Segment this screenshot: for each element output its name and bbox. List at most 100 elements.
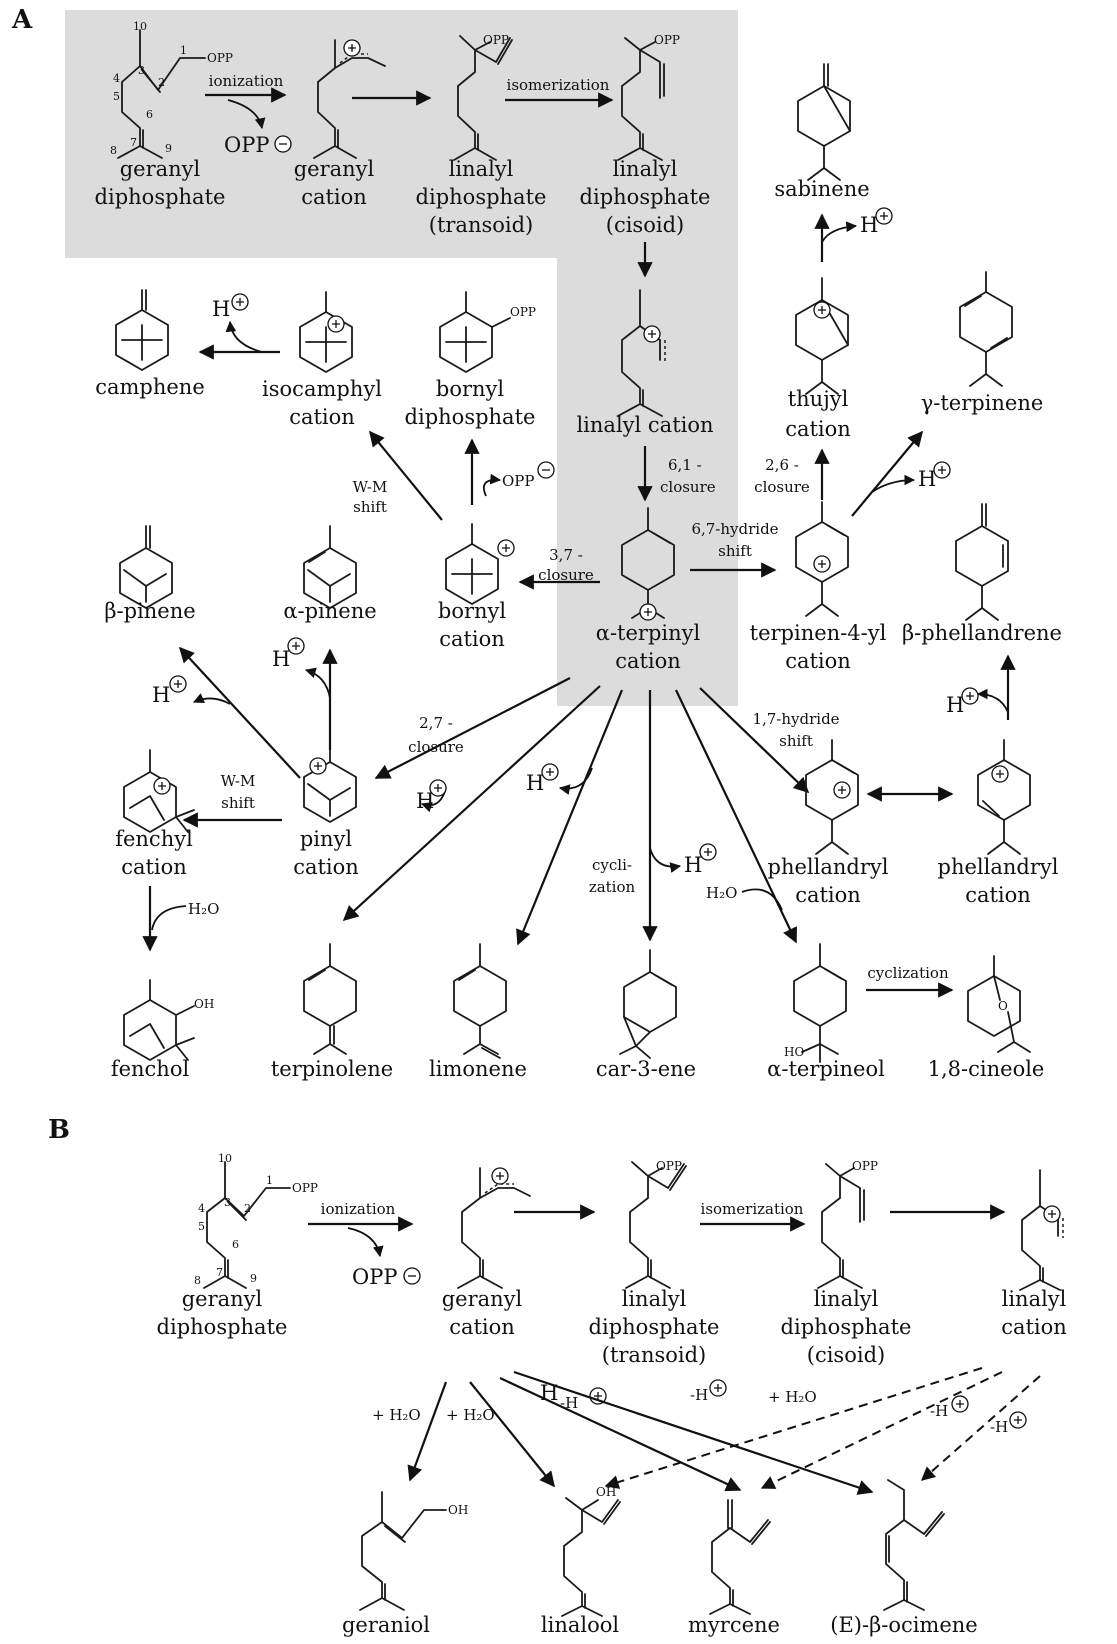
label-closure-27-1: 2,7 -: [419, 714, 453, 732]
label-gamma-terpinene: γ-terpinene: [921, 391, 1044, 415]
shaded-core-pathway: [65, 10, 738, 706]
structure-geranyl-cation: [313, 39, 386, 159]
structure-bornyl-cation: [445, 523, 515, 605]
label-bornyl-cation-1: bornyl: [438, 599, 507, 623]
opp-atom-label-b: OPP: [292, 1181, 318, 1195]
carbon-number-8-b: 8: [194, 1274, 201, 1287]
label-car-3-ene: car-3-ene: [596, 1057, 696, 1081]
structure-phellandryl-cation-1: [805, 739, 859, 855]
oh-atom-label-fenchol: OH: [194, 997, 214, 1011]
curved-arrow-opp-leaving: [227, 99, 266, 130]
label-limonene: limonene: [429, 1057, 527, 1081]
structure-fenchyl-cation: [123, 749, 195, 833]
label-geranyl-diphosphate-1: geranyl: [120, 157, 201, 181]
carbon-number-7-b: 7: [216, 1266, 223, 1279]
structure-terpinen-4-yl-cation: [795, 501, 849, 617]
structure-pinyl-cation: [303, 739, 357, 823]
structure-phellandryl-cation-2: [977, 739, 1031, 855]
structure-linalyl-cation: [617, 289, 666, 417]
carbon-number-4: 4: [113, 72, 120, 85]
carbon-number-9-b: 9: [250, 1272, 257, 1285]
label-pinyl-cation-2: cation: [293, 855, 359, 879]
label-linalyl-cisoid-1: linalyl: [613, 157, 678, 181]
h-sabinene: H: [860, 213, 878, 237]
label-alpha-pinene: α-pinene: [283, 599, 376, 623]
label-b-minus-h-4: -H: [990, 1418, 1008, 1436]
structure-gamma-terpinene: [959, 271, 1013, 387]
oh-atom-label-linalool: OH: [596, 1485, 616, 1499]
carbon-number-6-b: 6: [232, 1238, 239, 1251]
structure-terpinolene: [303, 943, 357, 1055]
label-geranyl-diphosphate-2: diphosphate: [95, 185, 226, 209]
label-myrcene: myrcene: [688, 1613, 780, 1637]
carbon-number-3: 3: [138, 64, 145, 77]
opp-atom-label-b-transoid: OPP: [656, 1159, 682, 1173]
label-opp-leaving: OPP: [224, 133, 269, 157]
o-atom-label-cineole: O: [998, 999, 1008, 1013]
structure-linalyl-diphosphate-transoid: OPP: [453, 33, 513, 161]
label-wm-shift-2-a: W-M: [221, 772, 256, 790]
carbon-number-9: 9: [165, 142, 172, 155]
label-ionization: ionization: [209, 72, 284, 90]
arrow-b-to-geraniol: [407, 1381, 448, 1482]
label-alpha-terpinyl-2: cation: [615, 649, 681, 673]
structure-thujyl-cation: [795, 277, 849, 395]
label-water-terpineol: H₂O: [706, 884, 737, 902]
label-bornyl-diphosphate-1: bornyl: [436, 377, 505, 401]
carbon-number-8: 8: [110, 144, 117, 157]
arrow-to-gamma-terpinene: [851, 430, 923, 517]
label-b-linalyl-cation-1: linalyl: [1002, 1287, 1067, 1311]
label-linalyl-transoid-3: (transoid): [429, 213, 534, 237]
label-closure-26-1: 2,6 -: [765, 456, 799, 474]
label-b-geranyl-diphosphate-1: geranyl: [182, 1287, 263, 1311]
label-hydride-67-2: shift: [718, 542, 752, 560]
structure-linalool: OH: [561, 1485, 621, 1617]
structure-beta-phellandrene: [955, 503, 1009, 621]
label-isomerization: isomerization: [507, 76, 610, 94]
label-phellandryl-2-a: phellandryl: [938, 855, 1059, 879]
h-b-1: H: [540, 1381, 558, 1405]
carbon-number-2: 2: [158, 76, 165, 89]
label-b-minus-h-2: -H: [690, 1386, 708, 1404]
h-limonene: H: [526, 771, 544, 795]
structure-linalyl-diphosphate-cisoid: OPP: [617, 33, 680, 161]
curved-arrow-h-phellandrene: [976, 688, 1009, 713]
label-linalyl-transoid-2: diphosphate: [416, 185, 547, 209]
arrow-b-to-linalool: [469, 1381, 555, 1488]
label-closure-61-1: 6,1 -: [668, 456, 702, 474]
structure-e-beta-ocimene: [883, 1479, 945, 1611]
label-linalyl-cisoid-3: (cisoid): [606, 213, 684, 237]
label-b-linalyl-cisoid-1: linalyl: [814, 1287, 879, 1311]
curved-arrow-h-beta-pinene: [193, 693, 231, 705]
carbon-number-5: 5: [113, 90, 120, 103]
h-car-3-ene: H: [684, 853, 702, 877]
structure-alpha-pinene: [303, 525, 357, 609]
label-fenchyl-cation-1: fenchyl: [115, 827, 193, 851]
label-closure-37-1: 3,7 -: [549, 546, 583, 564]
label-water-fenchol: H₂O: [188, 900, 219, 918]
structure-car-3-ene: [619, 949, 677, 1059]
label-b-linalyl-cisoid-2: diphosphate: [781, 1315, 912, 1339]
structure-linalyl-transoid-b: OPP: [625, 1159, 687, 1289]
label-bornyl-cation-2: cation: [439, 627, 505, 651]
arrow-pinyl-to-beta-pinene: [178, 646, 301, 779]
structure-bornyl-diphosphate: OPP: [439, 291, 536, 373]
label-closure-61-2: closure: [660, 478, 716, 496]
curved-arrow-water-terpineol: [741, 888, 783, 911]
label-b-water-3: + H₂O: [768, 1388, 817, 1406]
curved-arrow-b-opp: [347, 1227, 384, 1258]
label-b-geranyl-cation-2: cation: [449, 1315, 515, 1339]
arrow-to-limonene: [516, 689, 624, 946]
structure-linalyl-cisoid-b: OPP: [817, 1159, 878, 1289]
label-pinyl-cation-1: pinyl: [300, 827, 353, 851]
label-closure-37-2: closure: [538, 566, 594, 584]
label-linalyl-cation: linalyl cation: [576, 413, 713, 437]
label-b-linalyl-cation-2: cation: [1001, 1315, 1067, 1339]
structure-isocamphyl-cation: [299, 291, 353, 373]
label-wm-shift-2-b: shift: [221, 794, 255, 812]
structure-camphene: [115, 289, 169, 371]
structure-sabinene: [797, 63, 851, 181]
label-geranyl-cation-2: cation: [301, 185, 367, 209]
